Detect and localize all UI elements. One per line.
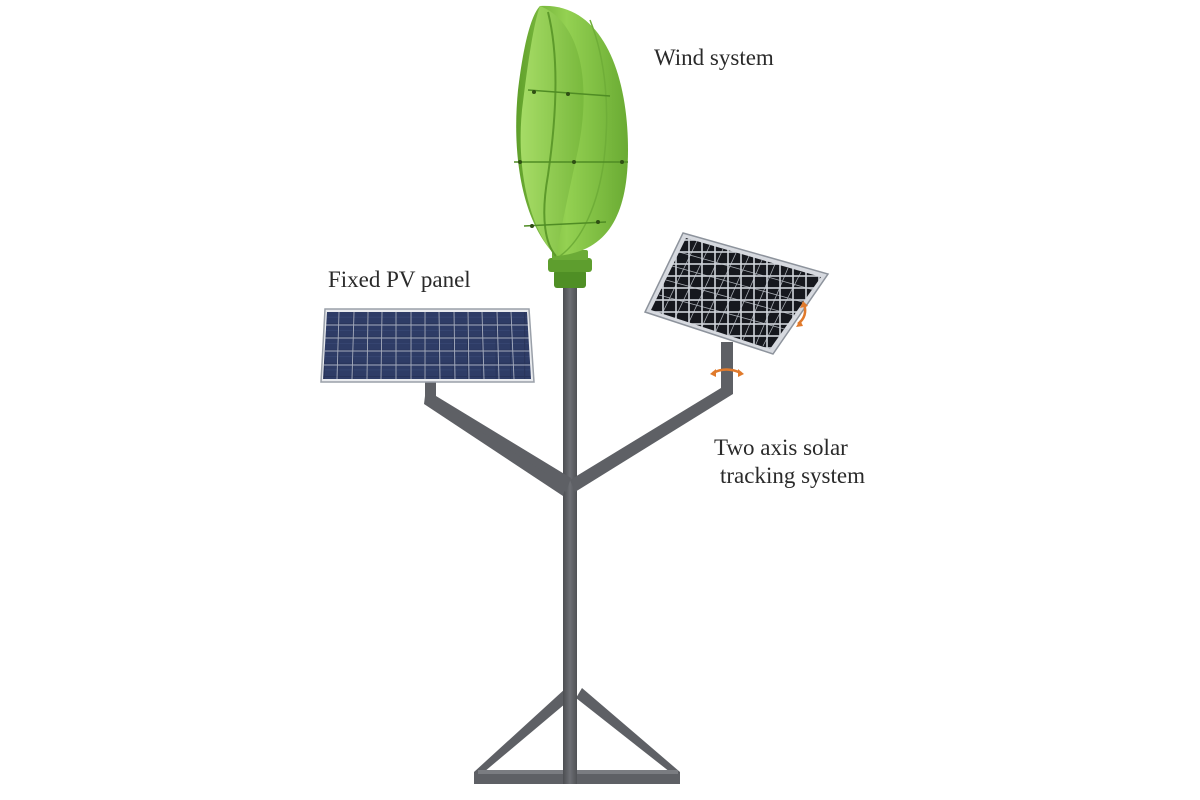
tracking-pv-panel	[643, 232, 830, 355]
fixed-pv-panel-label: Fixed PV panel	[328, 267, 471, 292]
main-pole	[563, 284, 577, 784]
tracking-arrows	[710, 301, 808, 377]
pole-base	[474, 688, 680, 784]
left-arm	[424, 379, 571, 496]
tracking-label-line2: tracking system	[720, 463, 865, 488]
wind-system-label: Wind system	[654, 45, 774, 70]
fixed-pv-panel	[320, 308, 535, 383]
tracking-system-label: Two axis solar tracking system	[714, 434, 865, 490]
right-arm	[570, 342, 733, 492]
tracking-label-line1: Two axis solar	[714, 435, 848, 460]
wind-turbine	[514, 5, 628, 257]
